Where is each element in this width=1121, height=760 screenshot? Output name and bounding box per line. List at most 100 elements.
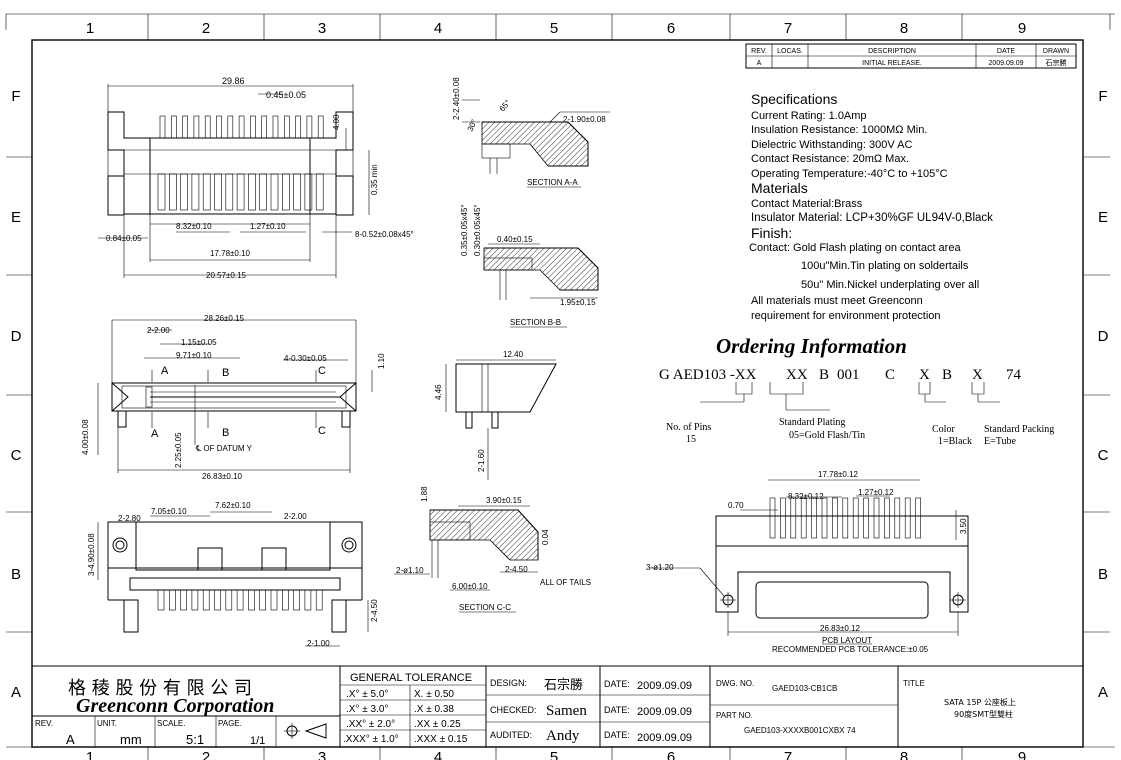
code-part: G AED103 -XX — [659, 367, 757, 383]
code-part: B — [819, 367, 829, 383]
spec-line: Current Rating: 1.0Amp — [751, 110, 867, 122]
connector-pin — [304, 589, 312, 611]
spec-line: Operating Temperature:-40°C to +105°C — [751, 168, 948, 180]
row-label-left: C — [11, 447, 22, 464]
connector-pin — [317, 115, 324, 139]
pcb-pad — [832, 497, 838, 539]
checked-value: Samen — [546, 703, 587, 719]
connector-pin — [306, 115, 313, 139]
pcb-pads — [769, 497, 921, 539]
dim-text: 2-2.00 — [147, 326, 170, 335]
unit-value: mm — [120, 732, 142, 747]
part-value: GAED103-XXXXB001CXBX 74 — [744, 726, 856, 735]
connector-pin — [169, 173, 177, 211]
ordering-title: Ordering Information — [716, 334, 907, 358]
section-letter: A — [151, 428, 159, 440]
dim-text: 2-4.50 — [505, 565, 528, 574]
section-a-a: 2-2.40±0.08 65° 30° 2-1.90±0.08 SECTION … — [452, 77, 610, 188]
dwg-value: GAED103-CB1CB — [772, 684, 837, 693]
section-title: SECTION B-B — [510, 318, 561, 327]
section-letter: B — [222, 427, 229, 439]
pcb-layout: 17.78±0.12 8.32±0.12 1.27±0.12 0.70 3.50… — [646, 470, 969, 654]
dim-text: 3-ø1.20 — [646, 563, 674, 572]
dim-text: 1.88 — [420, 486, 429, 502]
rev-header: DRAWN — [1043, 48, 1069, 55]
company-cn: 格 稜 股 份 有 限 公 司 — [68, 678, 252, 699]
connector-pin — [315, 589, 323, 611]
design-label: DESIGN: — [490, 678, 527, 688]
connector-pin — [191, 173, 200, 211]
dim-text: 1.15±0.05 — [181, 338, 217, 347]
code-part: X — [972, 367, 983, 383]
dim-text: 8-0.52±0.08x45° — [355, 230, 414, 239]
tolerance-title: GENERAL TOLERANCE — [350, 672, 472, 684]
top-view-pins — [157, 115, 324, 211]
dim-text: 2-2.80 — [118, 514, 141, 523]
section-letter: B — [222, 367, 229, 379]
section-letter: C — [318, 425, 326, 437]
date-label: DATE: — [604, 730, 630, 740]
dim-text: 3.50 — [959, 518, 968, 534]
connector-pin — [293, 589, 300, 611]
rev-header: LOCAS. — [777, 48, 803, 55]
dim-text: 1.27±0.12 — [858, 488, 894, 497]
dim-text: 2-2.00 — [284, 512, 307, 521]
col-label-top: 3 — [318, 20, 326, 37]
dim-text: 1.10 — [377, 353, 386, 369]
date-value: 2009.09.09 — [637, 706, 692, 718]
connector-pin — [236, 589, 244, 611]
page-value: 1/1 — [250, 735, 265, 747]
row-label-left: F — [11, 88, 20, 105]
col-label-top: 6 — [667, 20, 675, 37]
tolerance-cell: .XXX° ± 1.0° — [343, 734, 399, 745]
dim-text: 65° — [498, 98, 513, 113]
bottom-view-connector: 2-2.80 7.05±0.10 7.62±0.10 2-2.00 3-4.90… — [87, 501, 379, 648]
dim-text: 8.32±0.12 — [788, 492, 824, 501]
spec-line: Insulation Resistance: 1000MΩ Min. — [751, 124, 927, 136]
plating-label: Standard Plating — [779, 417, 845, 428]
dim-text: 0.45±0.05 — [266, 90, 306, 100]
connector-pin — [157, 173, 166, 211]
packing-label: Standard Packing — [984, 424, 1054, 435]
row-label-right: A — [1098, 684, 1108, 701]
dim-text: 0.30±0.05x45° — [473, 204, 482, 256]
connector-pin — [157, 589, 165, 611]
dim-text: 8.32±0.10 — [176, 222, 212, 231]
audited-value: Andy — [546, 728, 580, 744]
dim-text: ALL OF TAILS — [540, 578, 591, 587]
dim-text: 7.62±0.10 — [215, 501, 251, 510]
finish-line: All materials must meet Greenconn — [751, 295, 923, 307]
section-c-c: 1.88 3.90±0.15 0.04 2-ø1.10 2-4.50 6.00±… — [394, 486, 591, 613]
bottom-view-pins — [157, 589, 323, 611]
checked-label: CHECKED: — [490, 705, 537, 715]
dim-text: 26.83±0.12 — [820, 624, 861, 633]
tolerance-cell: .X ± 0.38 — [414, 704, 454, 715]
connector-pin — [248, 173, 256, 211]
dim-text: 1.27±0.10 — [250, 222, 286, 231]
date-value: 2009.09.09 — [637, 680, 692, 692]
section-b-b: 0.35±0.05x45° 0.30±0.05x45° 0.40±0.15 1.… — [460, 204, 599, 328]
dim-text: 6.00±0.10 — [452, 582, 488, 591]
connector-pin — [270, 173, 279, 211]
dim-text: PCB LAYOUT — [822, 636, 872, 645]
dim-text: 20.57±0.15 — [206, 271, 247, 280]
connector-pin — [259, 173, 268, 211]
col-label-top: 7 — [784, 20, 792, 37]
connector-pin — [159, 115, 166, 139]
connector-pin — [171, 115, 177, 139]
rev-header: DATE — [997, 48, 1015, 55]
section-title: SECTION C-C — [459, 603, 511, 612]
pcb-pad — [780, 497, 786, 539]
dim-text: 29.86 — [222, 76, 245, 86]
part-label: PART NO. — [716, 711, 753, 720]
tolerance-cell: .X° ± 5.0° — [346, 689, 388, 700]
pcb-pad — [873, 497, 880, 539]
rev-cell: 2009.09.09 — [988, 60, 1023, 67]
material-line: Contact Material:Brass — [751, 198, 863, 210]
top-view-connector: 29.86 0.45±0.05 4.00 0.35 min 0.84±0.05 … — [98, 76, 414, 280]
dim-text: 28.26±0.15 — [204, 314, 245, 323]
pcb-pad — [842, 497, 849, 539]
section-letter: C — [318, 365, 326, 377]
tolerance-cell: .XX° ± 2.0° — [346, 719, 395, 730]
pcb-pad — [800, 497, 807, 539]
